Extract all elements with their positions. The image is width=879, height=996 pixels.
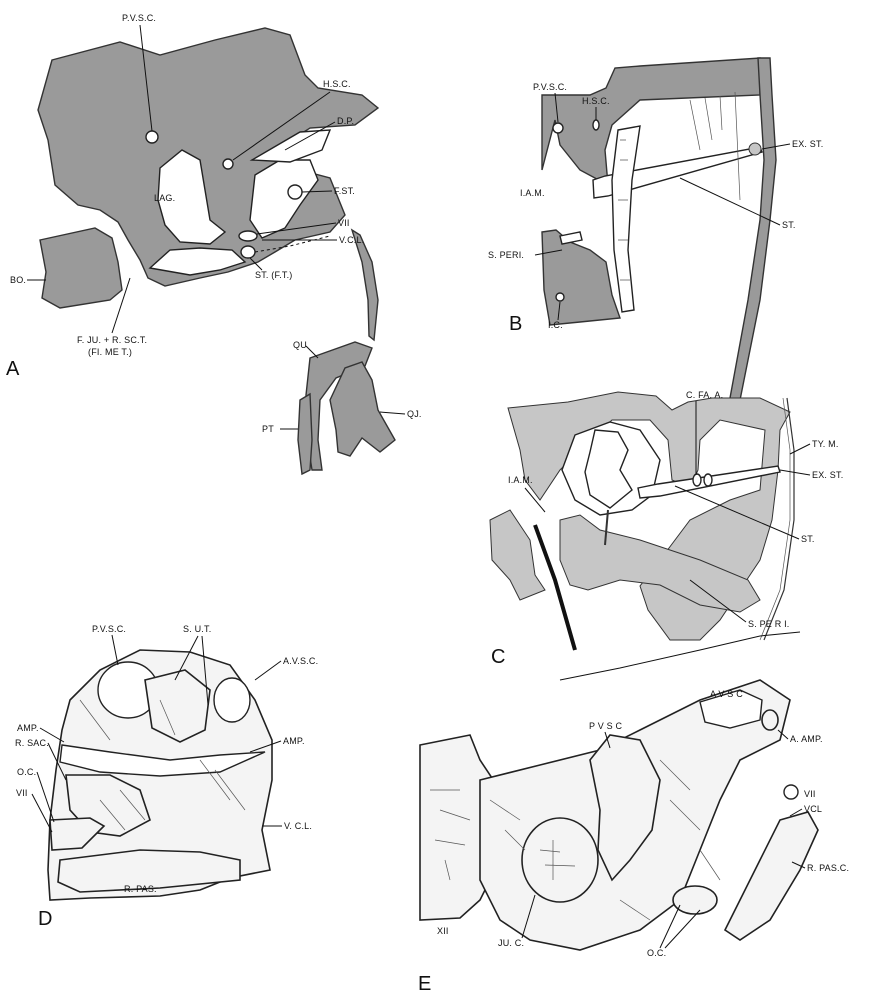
panel-d-label-amp-right: AMP.	[283, 736, 305, 746]
panel-b-label-iam: I.A.M.	[520, 188, 545, 198]
panel-a-letter: A	[6, 358, 20, 380]
panel-b-hsc-foramen	[593, 120, 599, 130]
panel-e-label-aamp: A. AMP.	[790, 734, 823, 744]
panel-d-label-vcl: V. C.L.	[284, 821, 312, 831]
panel-b-tympanic-wall	[730, 58, 776, 400]
panel-a-label-vcl: V.C.L.	[339, 235, 364, 245]
panel-e-label-avsc: A V S C	[710, 689, 743, 699]
panel-c-label-cfaa: C. FA. A.	[686, 390, 723, 400]
panel-b-ic-foramen	[556, 293, 564, 301]
panel-e-label-vcl: VCL	[804, 804, 822, 814]
panel-a-label-pt: PT	[262, 424, 274, 434]
panel-a-label-pvsc: P.V.S.C.	[122, 13, 156, 23]
panel-d-label-sut: S. U.T.	[183, 624, 211, 634]
panel-e-vii-circle	[784, 785, 798, 799]
panel-a-fst-foramen	[288, 185, 302, 199]
panel-e-label-vii: VII	[804, 789, 816, 799]
panel-b-label-exst: EX. ST.	[792, 139, 823, 149]
panel-a-label-dp: D.P.	[337, 116, 354, 126]
panel-b-membrane	[612, 126, 640, 312]
panel-d-leader-avsc	[255, 661, 281, 680]
panel-d-label-avsc: A.V.S.C.	[283, 656, 318, 666]
panel-e-label-pvsc: P V S C	[589, 721, 623, 731]
panel-a-label-bo: BO.	[10, 275, 26, 285]
panel-a-pvsc-foramen	[146, 131, 158, 143]
panel-d-leader-oc	[37, 772, 54, 822]
panel-d-label-rsac: R. SAC.	[15, 738, 49, 748]
panel-c-facial-canal-1	[693, 474, 701, 486]
panel-b-lower-capsule	[542, 230, 620, 325]
panel-d-avsc-loop	[214, 678, 250, 722]
panel-d: P.V.S.C. S. U.T. A.V.S.C. AMP. AMP. R. S…	[15, 624, 318, 930]
panel-a-basioccipital	[40, 228, 122, 308]
panel-a-pterygoid	[298, 394, 312, 474]
panel-c-facial-canal-2	[704, 474, 712, 486]
panel-a-label-vii: VII	[338, 218, 350, 228]
panel-e-oc	[673, 886, 717, 914]
panel-e-aamp	[762, 710, 778, 730]
panel-c-label-speri: S. PE R I.	[748, 619, 790, 629]
panel-a-stapes	[241, 246, 255, 258]
panel-e-label-rpasc: R. PAS.C.	[807, 863, 849, 873]
panel-a-leader-qj	[380, 412, 405, 414]
panel-e-label-juc: JU. C.	[498, 938, 524, 948]
panel-a-label-lag: LAG.	[154, 193, 175, 203]
panel-e-juc	[522, 818, 598, 902]
panel-d-label-rpas: R. PAS.	[124, 884, 157, 894]
panel-e-letter: E	[418, 973, 431, 995]
panel-b-tube	[560, 232, 582, 244]
panel-b-pvsc-foramen	[553, 123, 563, 133]
panel-e-rpasc	[725, 812, 818, 940]
panel-a-label-qj: QJ.	[407, 409, 422, 419]
panel-c-left-lobe	[490, 510, 545, 600]
panel-b-label-st: ST.	[782, 220, 796, 230]
panel-b-label-pvsc: P.V.S.C.	[533, 82, 567, 92]
panel-a-hook	[352, 230, 378, 340]
panel-c-label-exst: EX. ST.	[812, 470, 843, 480]
panel-b-letter: B	[509, 313, 522, 335]
panel-a-label-stft: ST. (F.T.)	[255, 270, 293, 280]
panel-b-extrastapes	[749, 143, 761, 155]
panel-b: P.V.S.C. H.S.C. EX. ST. I.A.M. ST. S. PE…	[488, 58, 823, 400]
panel-a-leader-qu	[306, 346, 318, 358]
panel-b-label-ic: I.C.	[548, 320, 563, 330]
panel-b-upper-capsule	[542, 58, 760, 185]
panel-a-label-fju: F. JU. + R. SC.T.	[77, 335, 147, 345]
panel-c-label-iam: I.A.M.	[508, 475, 533, 485]
panel-c-label-st: ST.	[801, 534, 815, 544]
panel-b-shade	[690, 92, 740, 200]
panel-a-vii-foramen	[239, 231, 257, 241]
panel-c-leader-exst	[780, 470, 810, 475]
panel-e-label-oc: O.C.	[647, 948, 666, 958]
panel-a: P.V.S.C. H.S.C. D.P. LAG. F.ST. VII V.C.…	[6, 13, 422, 474]
panel-e-label-xii: XII	[437, 926, 449, 936]
panel-c: C. FA. A. TY. M. EX. ST. I.A.M. ST. S. P…	[490, 390, 843, 680]
panel-d-leader-pvsc	[112, 635, 118, 665]
panel-a-label-fimet: (FI. ME T.)	[88, 347, 132, 357]
panel-d-leader-vii	[32, 794, 52, 832]
panel-d-label-vii: VII	[16, 788, 28, 798]
panel-d-label-pvsc: P.V.S.C.	[92, 624, 126, 634]
panel-d-label-oc: O.C.	[17, 767, 36, 777]
panel-e: P V S C A V S C A. AMP. VII VCL R. PAS.C…	[418, 680, 849, 995]
panel-a-label-qu: QU	[293, 340, 307, 350]
panel-c-label-tym: TY. M.	[812, 439, 839, 449]
panel-c-letter: C	[491, 646, 505, 668]
panel-d-label-amp-left: AMP.	[17, 723, 39, 733]
panel-b-label-speri: S. PERI.	[488, 250, 524, 260]
panel-d-letter: D	[38, 908, 52, 930]
panel-a-label-hsc: H.S.C.	[323, 79, 351, 89]
panel-a-hsc-foramen	[223, 159, 233, 169]
panel-e-leader-oc-2	[665, 910, 700, 948]
panel-a-label-fst: F.ST.	[334, 186, 355, 196]
panel-b-label-hsc: H.S.C.	[582, 96, 610, 106]
